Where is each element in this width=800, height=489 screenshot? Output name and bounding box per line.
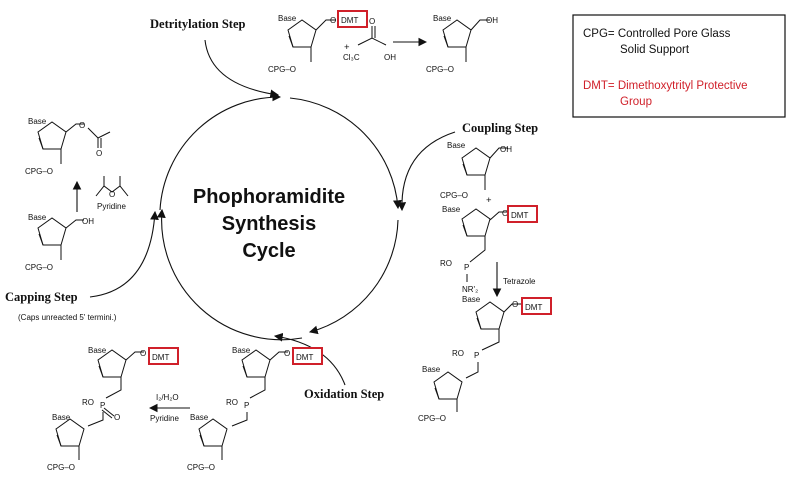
cycle-title-line1: Phophoramidite: [193, 186, 345, 208]
svg-text:Base: Base: [52, 413, 71, 422]
svg-text:CPG–O: CPG–O: [418, 414, 446, 423]
cycle-title-line2: Synthesis: [222, 213, 316, 235]
svg-text:Base: Base: [232, 346, 251, 355]
oxidation-pyridine-label: Pyridine: [150, 414, 179, 423]
svg-text:CPG–O: CPG–O: [187, 463, 215, 472]
svg-text:DMT: DMT: [525, 303, 542, 312]
detritylation-product: Base OH CPG–O: [426, 14, 498, 74]
plus-sign: +: [344, 42, 350, 53]
svg-text:O: O: [79, 121, 85, 130]
svg-text:P: P: [244, 401, 249, 410]
svg-text:P: P: [474, 351, 479, 360]
detritylation-reactant: Base O DMT CPG–O: [268, 10, 368, 74]
svg-text:CPG–O: CPG–O: [25, 167, 53, 176]
svg-text:CPG–O: CPG–O: [426, 65, 454, 74]
svg-text:Base: Base: [190, 413, 209, 422]
trichloroacetic-acid: O Cl₃C OH: [343, 17, 396, 62]
svg-text:Base: Base: [462, 295, 481, 304]
capping-pyridine-label: Pyridine: [97, 202, 126, 211]
coupling-phosphoramidite: Base O DMT RO P NR'₂: [440, 205, 538, 294]
svg-text:Base: Base: [88, 346, 107, 355]
svg-text:Base: Base: [278, 14, 297, 23]
legend-dmt-line2: Group: [620, 96, 652, 108]
legend-box: CPG= Controlled Pore Glass Solid Support…: [572, 14, 786, 118]
svg-text:CPG–O: CPG–O: [47, 463, 75, 472]
svg-text:O: O: [502, 209, 508, 218]
svg-text:CPG–O: CPG–O: [25, 263, 53, 272]
legend-cpg-line1: CPG= Controlled Pore Glass: [583, 28, 731, 40]
svg-text:Cl₃C: Cl₃C: [343, 53, 360, 62]
svg-text:O: O: [369, 17, 375, 26]
svg-text:+: +: [486, 195, 492, 206]
svg-text:O: O: [330, 16, 336, 25]
svg-text:O: O: [512, 300, 518, 309]
svg-text:RO: RO: [452, 349, 464, 358]
oxidation-step-label: Oxidation Step: [304, 387, 384, 401]
detritylation-arrow: [204, 39, 280, 99]
capping-arrow: [89, 210, 159, 298]
svg-text:P: P: [100, 401, 105, 410]
svg-text:DMT: DMT: [511, 211, 528, 220]
svg-text:O: O: [109, 190, 115, 199]
cycle-title-line3: Cycle: [242, 240, 295, 262]
svg-text:Base: Base: [28, 213, 47, 222]
svg-text:RO: RO: [226, 398, 238, 407]
svg-text:CPG–O: CPG–O: [268, 65, 296, 74]
cycle-circle: [156, 92, 402, 341]
svg-text:RO: RO: [440, 259, 452, 268]
svg-text:O: O: [140, 349, 146, 358]
i2-h2o-label: I₂/H₂O: [156, 393, 179, 402]
svg-text:O: O: [284, 349, 290, 358]
coupling-step-label: Coupling Step: [462, 121, 538, 135]
svg-text:Base: Base: [433, 14, 452, 23]
legend-cpg-line2: Solid Support: [620, 44, 690, 56]
legend-dmt-line1: DMT= Dimethoxytrityl Protective: [583, 80, 748, 92]
svg-text:DMT: DMT: [296, 353, 313, 362]
svg-text:DMT: DMT: [152, 353, 169, 362]
svg-text:CPG–O: CPG–O: [440, 191, 468, 200]
tetrazole-label: Tetrazole: [503, 277, 536, 286]
capping-step-label: Capping Step: [5, 290, 78, 304]
svg-text:Base: Base: [442, 205, 461, 214]
capped-product: Base O O CPG–O: [25, 117, 111, 176]
oxidation-product: Base O DMT RO P O Base CPG–O: [47, 346, 179, 472]
svg-text:O: O: [114, 413, 120, 422]
coupling-arrow: [397, 131, 456, 212]
svg-text:O: O: [96, 149, 102, 158]
oxidation-reactant: Base O DMT RO P Base CPG–O: [187, 346, 323, 472]
detritylation-step-label: Detritylation Step: [150, 17, 246, 31]
uncapped-nucleoside: Base OH CPG–O: [25, 213, 94, 272]
svg-text:OH: OH: [486, 16, 498, 25]
svg-text:OH: OH: [384, 53, 396, 62]
acetic-anhydride: O: [95, 176, 129, 199]
coupling-dimer: Base O DMT RO P Base CPG–O: [418, 295, 552, 423]
svg-text:Base: Base: [28, 117, 47, 126]
coupling-nucleoside: Base OH CPG–O: [440, 141, 512, 200]
svg-text:NR'₂: NR'₂: [462, 285, 478, 294]
svg-text:DMT: DMT: [341, 16, 358, 25]
svg-text:OH: OH: [500, 145, 512, 154]
svg-text:RO: RO: [82, 398, 94, 407]
svg-text:P: P: [464, 263, 469, 272]
capping-note: (Caps unreacted 5' termini.): [18, 313, 117, 322]
svg-text:Base: Base: [447, 141, 466, 150]
svg-text:OH: OH: [82, 217, 94, 226]
svg-text:Base: Base: [422, 365, 441, 374]
